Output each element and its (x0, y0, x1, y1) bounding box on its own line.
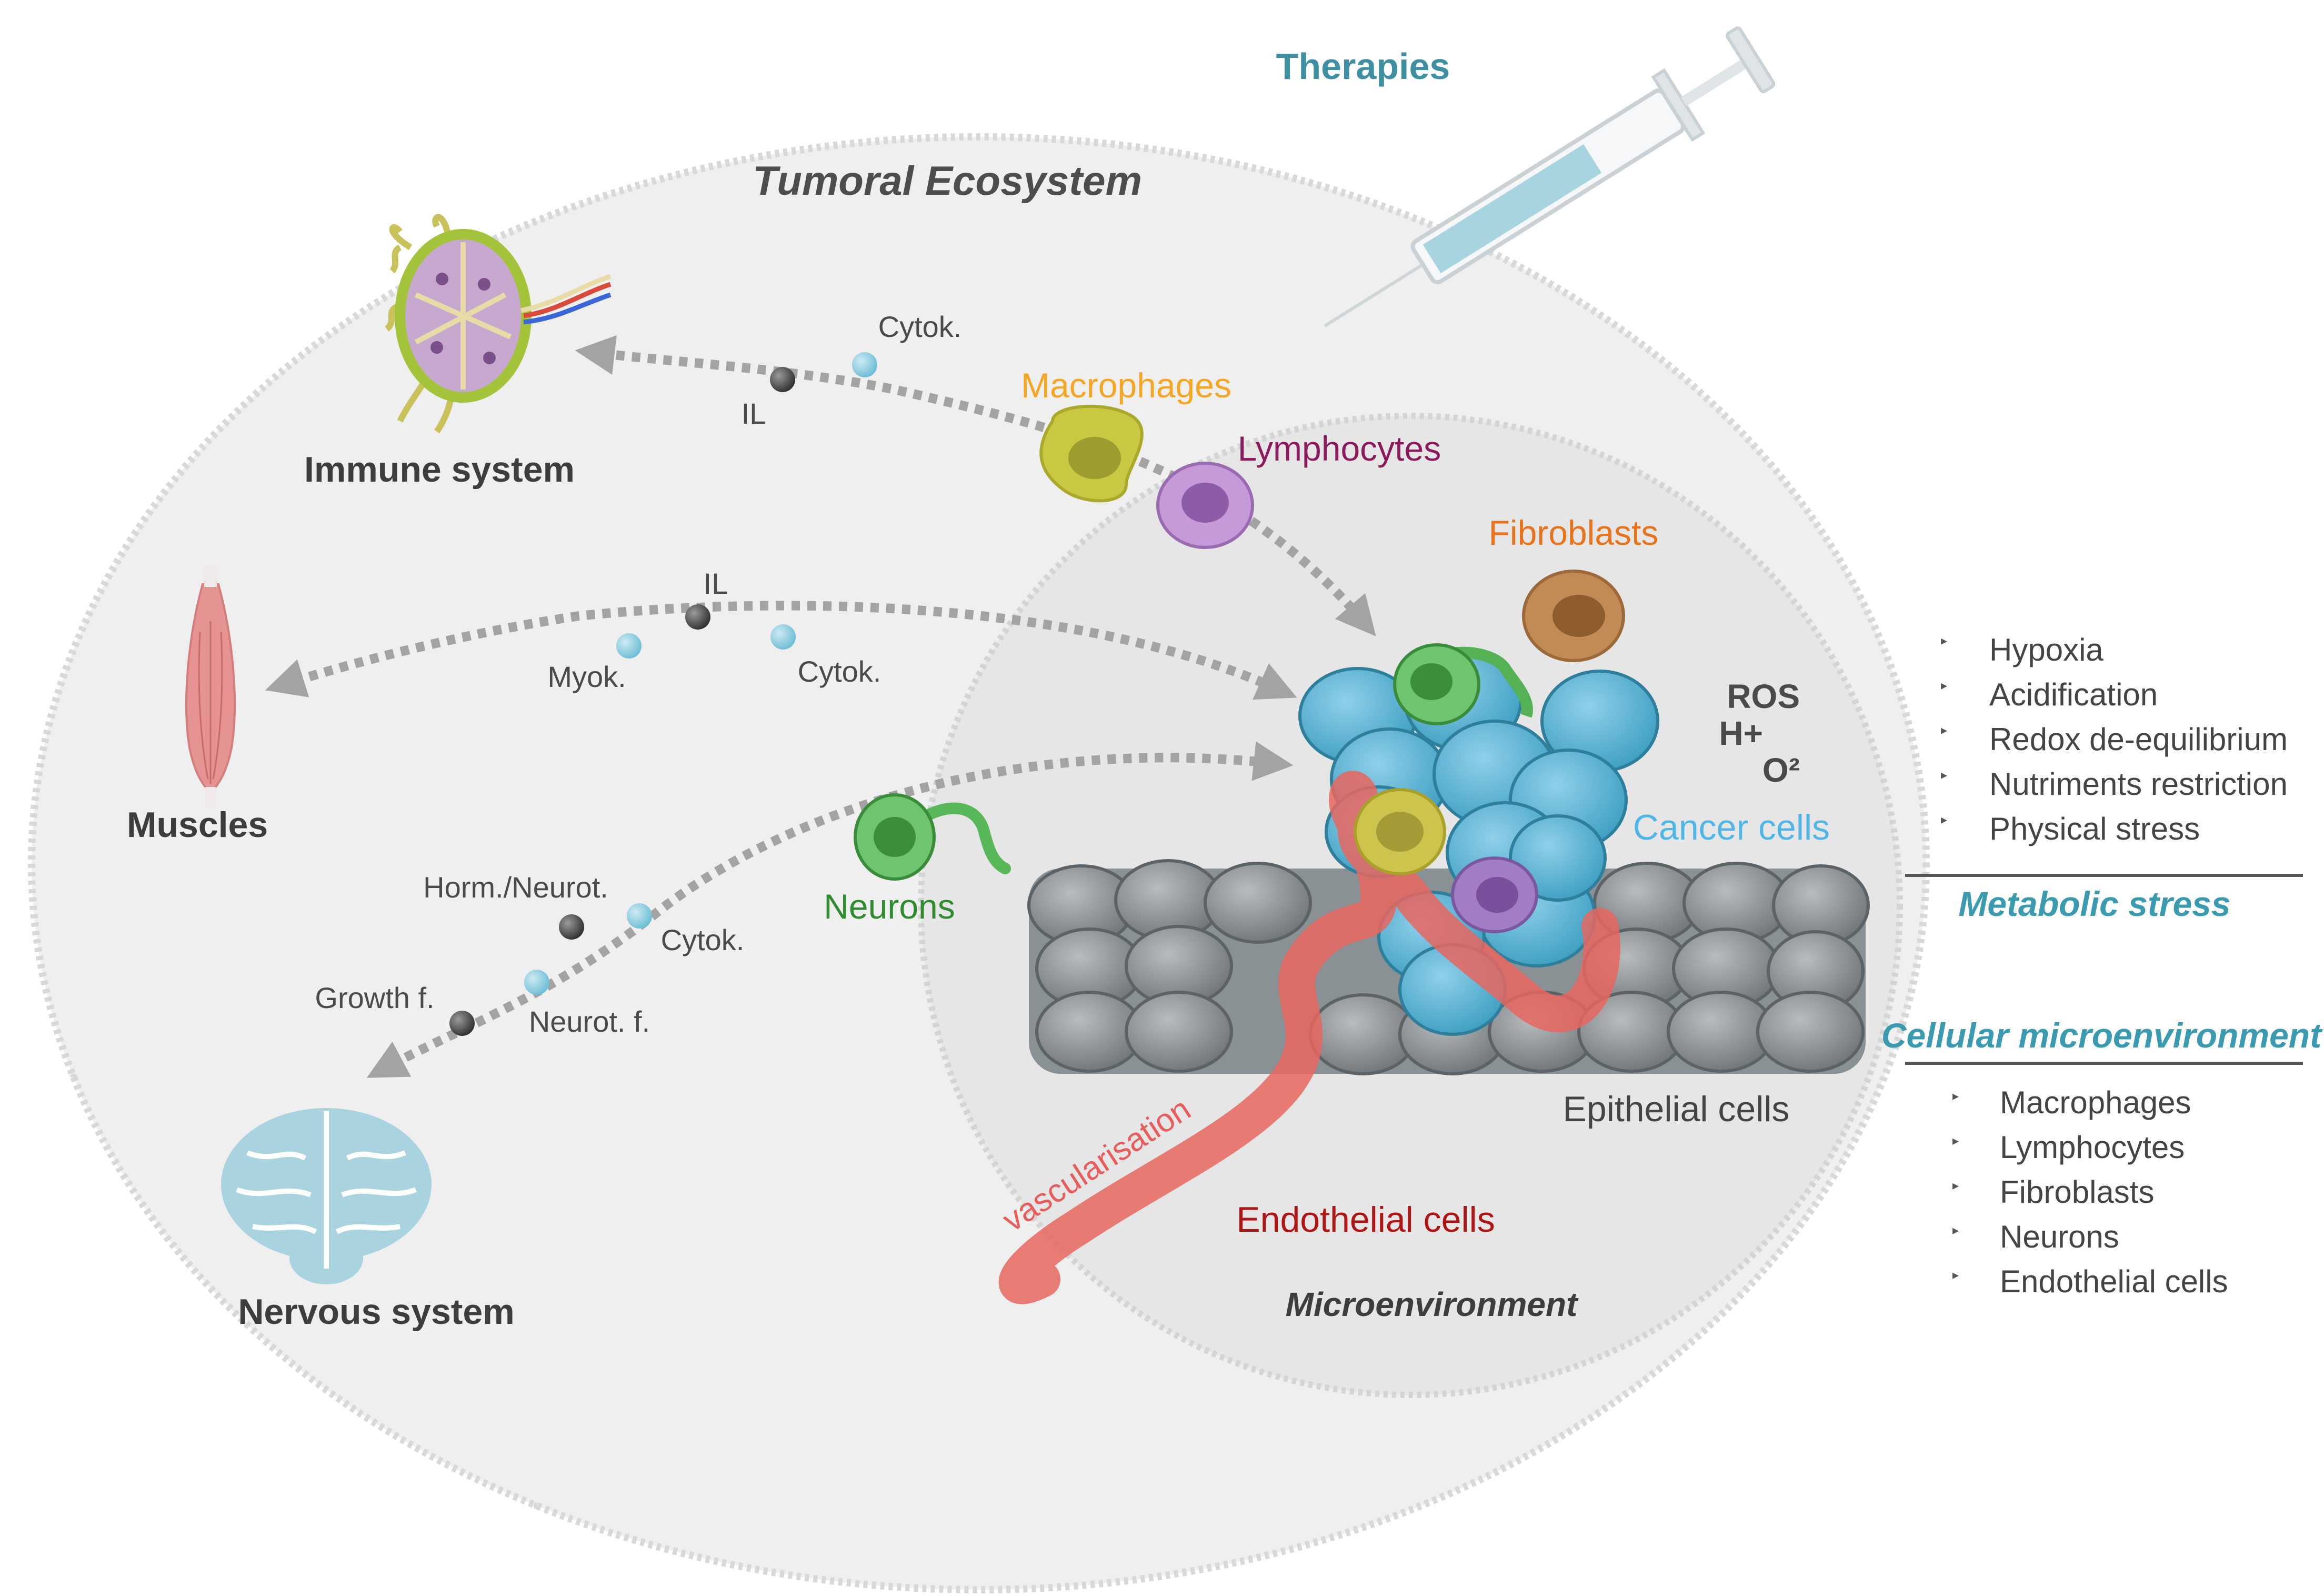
immune-il-label: IL (742, 397, 766, 430)
bullet-marker: ▸ (1952, 1134, 1959, 1148)
nerve-neurot-label: Neurot. f. (529, 1005, 650, 1038)
microenvironment-label: Microenvironment (1286, 1285, 1579, 1323)
bullet-marker: ▸ (1941, 634, 1947, 648)
muscle-myok-label: Myok. (547, 660, 626, 693)
macrophage-in-tumor (1354, 788, 1446, 875)
nerve-horm-label: Horm./Neurot. (423, 871, 608, 904)
nervous-system-label: Nervous system (238, 1292, 514, 1332)
bullet-marker: ▸ (1941, 679, 1947, 693)
nerve-growth-label: Growth f. (315, 981, 434, 1014)
cytok-dot (627, 903, 652, 929)
bullet-marker: ▸ (1941, 768, 1947, 782)
immune-cytok-label: Cytok. (878, 310, 962, 343)
cancer-cells-label: Cancer cells (1633, 807, 1830, 847)
neuron-cell-in-tumor (1393, 643, 1533, 725)
cytok-dot (852, 352, 877, 377)
tumoral-ecosystem-label: Tumoral Ecosystem (753, 157, 1142, 204)
macrophages-label: Macrophages (1021, 366, 1231, 405)
bullet-marker: ▸ (1941, 723, 1947, 737)
metabolic-stress-heading: Metabolic stress (1958, 884, 2230, 923)
il-dot (770, 367, 795, 392)
cytok-dot (770, 624, 796, 650)
neurot-f-dot (524, 970, 549, 995)
horm-neurot-dot (559, 914, 584, 940)
growth-f-dot (449, 1011, 475, 1036)
list-item: Macrophages (2000, 1085, 2191, 1120)
fibroblasts-label: Fibroblasts (1489, 513, 1659, 552)
muscle-il-label: IL (704, 567, 728, 600)
list-item: Nutriments restriction (1989, 766, 2288, 802)
immune-pathway-arrow (575, 335, 1376, 636)
list-item: Neurons (2000, 1219, 2119, 1254)
muscle-cytok-label: Cytok. (798, 655, 881, 688)
list-item: Lymphocytes (2000, 1130, 2185, 1165)
muscle-pathway-arrow (265, 601, 1297, 700)
bullet-marker: ▸ (1952, 1223, 1959, 1238)
bullet-marker: ▸ (1952, 1089, 1959, 1103)
nerve-cytok-label: Cytok. (661, 923, 745, 956)
list-item: Hypoxia (1989, 632, 2103, 667)
lymphocyte-cell (1156, 462, 1254, 549)
cellular-microenvironment-heading: Cellular microenvironment (1881, 1016, 2323, 1055)
fibroblast-cell (1522, 570, 1625, 662)
brain-icon (221, 1108, 432, 1284)
immune-system-label: Immune system (304, 450, 575, 490)
blood-vessel (999, 771, 1620, 1304)
o2-label: O² (1762, 751, 1800, 789)
list-item: Acidification (1989, 677, 2158, 712)
bullet-marker: ▸ (1941, 813, 1947, 827)
therapies-label: Therapies (1276, 46, 1450, 87)
list-item: Endothelial cells (2000, 1264, 2228, 1299)
ros-label: ROS (1727, 677, 1800, 715)
macrophage-cell (1039, 404, 1144, 503)
neuron-cell (854, 793, 1011, 881)
lymphocyte-in-tumor (1451, 856, 1538, 933)
muscles-label: Muscles (127, 805, 268, 845)
cellular-microenvironment-list: ▸ Macrophages ▸ Lymphocytes ▸ Fibroblast… (1952, 1085, 2228, 1299)
syringe-icon (1324, 26, 1776, 327)
nerve-pathway-arrow (366, 741, 1294, 1078)
list-item: Fibroblasts (2000, 1174, 2154, 1210)
lymph-node-icon (384, 214, 612, 434)
metabolic-stress-list: ▸ Hypoxia ▸ Acidification ▸ Redox de-equ… (1941, 632, 2288, 846)
h-plus-label: H+ (1719, 714, 1763, 752)
bullet-marker: ▸ (1952, 1268, 1959, 1282)
myok-dot (616, 633, 642, 659)
lymphocytes-label: Lymphocytes (1238, 429, 1441, 468)
epithelial-cells-label: Epithelial cells (1563, 1089, 1790, 1129)
muscle-icon (185, 566, 236, 808)
list-item: Redox de-equilibrium (1989, 722, 2288, 757)
list-item: Physical stress (1989, 811, 2200, 846)
bullet-marker: ▸ (1952, 1179, 1959, 1193)
neurons-label: Neurons (824, 887, 955, 926)
il-dot (685, 604, 710, 630)
endothelial-cells-label: Endothelial cells (1236, 1200, 1495, 1240)
